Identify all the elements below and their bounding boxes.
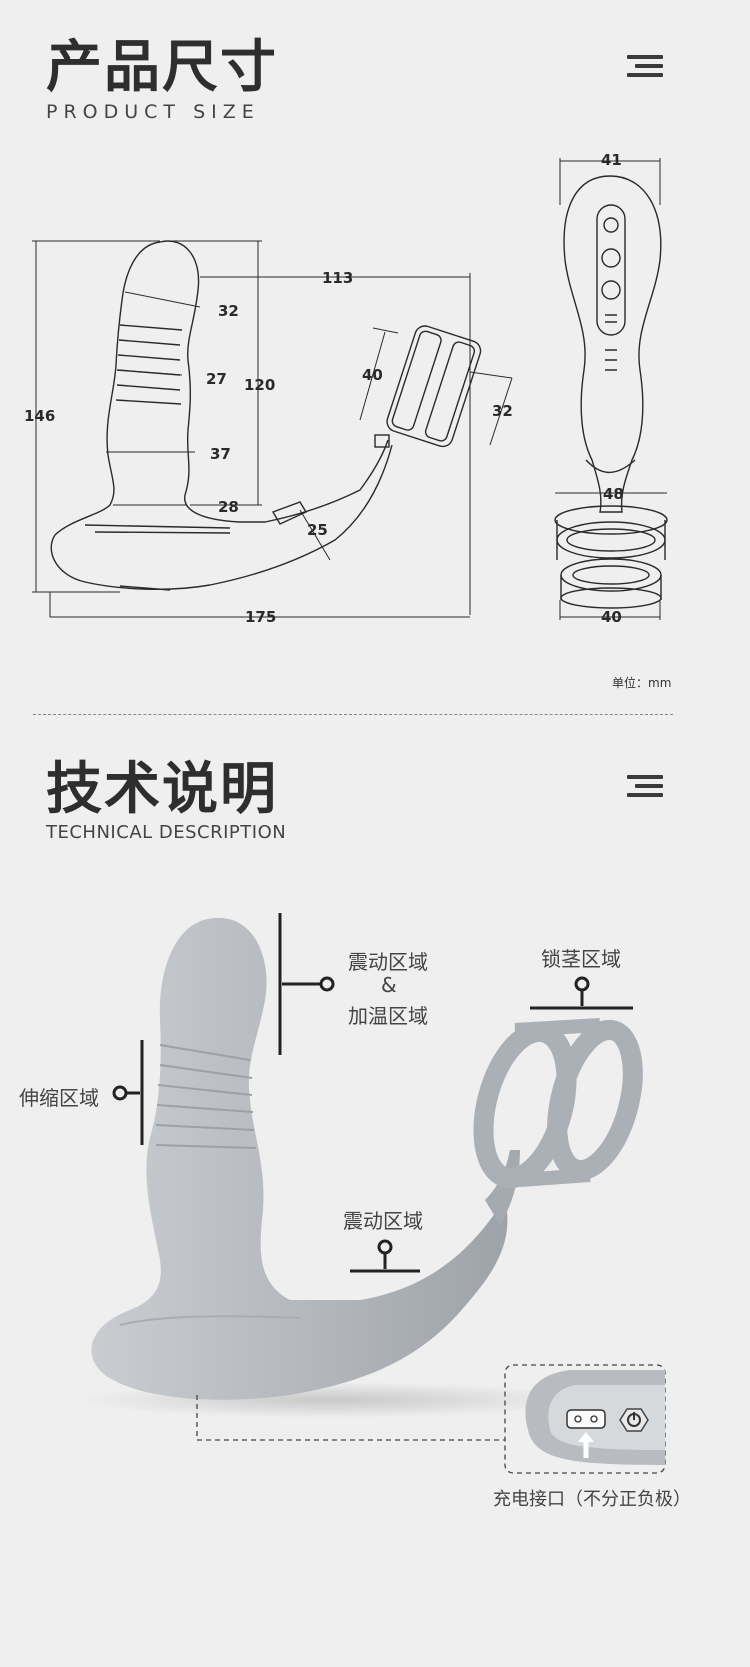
label-ampersand: & [381,973,397,997]
dim-27: 27 [206,370,227,388]
dim-146: 146 [24,407,55,425]
dim-48: 48 [603,485,624,503]
product-render [80,913,666,1474]
label-lock-zone: 锁茎区域 [541,947,621,971]
section-title-cn: 产品尺寸 [46,35,278,100]
dim-40-ring: 40 [362,366,383,384]
section-title-en-2: TECHNICAL DESCRIPTION [46,822,287,843]
dim-41: 41 [601,151,622,169]
dim-120: 120 [244,376,275,394]
menu-icon[interactable] [627,55,663,77]
dim-32-ring: 32 [492,402,513,420]
dim-40-bottom: 40 [601,608,622,626]
unit-label: 单位：mm [612,676,672,690]
section-title-cn-2: 技术说明 [46,757,278,822]
dim-28: 28 [218,498,239,516]
power-icon [619,1408,649,1432]
dim-25: 25 [307,521,328,539]
dim-37: 37 [210,445,231,463]
label-telescopic-zone: 伸缩区域 [19,1086,99,1110]
section-divider [33,714,673,715]
section-title-en: PRODUCT SIZE [46,101,260,123]
dim-113: 113 [322,269,353,287]
dimension-drawing: 146 120 113 32 27 37 28 25 175 40 32 41 … [24,151,668,626]
arrow-up-icon [578,1432,594,1458]
dim-32-top: 32 [218,302,239,320]
dim-175: 175 [245,608,276,626]
label-charge-port: 充电接口（不分正负极） [493,1489,691,1510]
menu-icon-2[interactable] [627,775,663,797]
label-vibe-zone-1: 震动区域 [348,950,428,974]
label-vibe-zone-2: 震动区域 [343,1209,423,1233]
label-heat-zone: 加温区域 [348,1004,428,1028]
